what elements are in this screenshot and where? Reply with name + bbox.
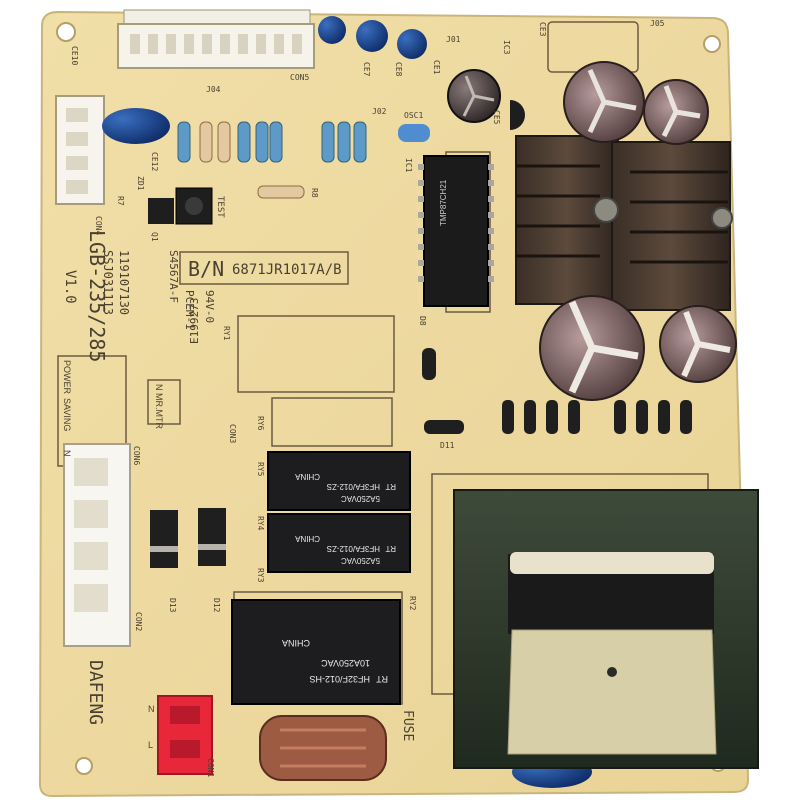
maker-name: DAFENG [85, 660, 106, 725]
relay-2-rating: 5A250VAC [341, 556, 380, 565]
relay-1-model: HF3FA/012-ZS [327, 482, 380, 491]
relay-2-brand: RT [385, 544, 396, 553]
board-model: LGB-235/285 [85, 230, 109, 362]
small-capacitors [102, 16, 592, 788]
label-j04: J04 [206, 85, 221, 94]
label-ce12: CE12 [150, 152, 159, 171]
label-ce10: CE10 [70, 46, 79, 65]
label-ic3: IC3 [502, 40, 511, 55]
label-r7: R7 [116, 196, 125, 206]
label-mntr: N MR.MTR [154, 384, 164, 429]
label-ce1: CE1 [432, 60, 441, 75]
label-ic1: IC1 [404, 158, 413, 173]
cert-2: PCEM-1 [183, 290, 196, 330]
relay-big-text: RT HF32F/012-HS 10A250VAC CHINA [282, 638, 388, 684]
fuse-capacitor [259, 715, 387, 781]
label-j05: J05 [650, 19, 665, 28]
ic-part-text: TMP87CH21 [439, 179, 448, 226]
test-button [175, 187, 213, 225]
ic-chip [418, 155, 494, 307]
label-con2: CON2 [134, 612, 143, 631]
label-saving: SAVING [62, 398, 72, 431]
relay-3-model: HF32F/012-HS [309, 674, 370, 684]
large-capacitors [447, 61, 737, 401]
side-labels: POWER SAVING N N MR.MTR N L [62, 360, 164, 750]
label-osc1: OSC1 [404, 111, 423, 120]
label-ce5: CE5 [492, 110, 501, 125]
label-j01: J01 [446, 35, 461, 44]
relay-3-origin: CHINA [282, 638, 310, 648]
label-d13: D13 [168, 598, 177, 613]
transformer [453, 489, 759, 769]
label-plug-n: N [148, 704, 155, 714]
diodes [150, 348, 692, 568]
label-d8: D8 [418, 316, 427, 326]
label-ry6: RY6 [256, 416, 265, 431]
label-q1: Q1 [150, 232, 159, 242]
label-ry3: RY3 [256, 568, 265, 583]
label-ce3: CE3 [538, 22, 547, 37]
relay-3-brand: RT [376, 674, 388, 684]
relay-2-origin: CHINA [294, 534, 320, 543]
relay-small-1-text: RT HF3FA/012-ZS 5A250VAC CHINA [294, 472, 396, 503]
label-power: POWER [62, 360, 72, 395]
label-con4: CON4 [94, 216, 103, 235]
label-zd1: ZD1 [136, 176, 145, 191]
label-con3: CON3 [228, 424, 237, 443]
label-d11: D11 [440, 441, 455, 450]
board-version: V1.0 [62, 270, 78, 304]
label-r8: R8 [310, 188, 319, 198]
transistors [148, 100, 525, 224]
relay-2-model: HF3FA/012-ZS [327, 544, 380, 553]
label-ry2: RY2 [408, 596, 417, 611]
oscillator [398, 124, 430, 142]
label-n: N [62, 450, 72, 457]
cert-4: E199273 [188, 298, 201, 344]
connector-con1-red [157, 695, 213, 775]
test-label: TEST [215, 196, 225, 218]
relay-small-2-text: RT HF3FA/012-ZS 5A250VAC CHINA [294, 534, 396, 565]
date-code-2: SSJ031113 [101, 250, 115, 315]
relay-1-rating: 5A250VAC [341, 494, 380, 503]
relay-1-origin: CHINA [294, 472, 320, 481]
relay-3-rating: 10A250VAC [321, 658, 370, 668]
connector-con4 [55, 95, 105, 205]
label-con6: CON6 [132, 446, 141, 465]
relays [231, 451, 411, 705]
relay-1-brand: RT [385, 482, 396, 491]
date-code-1: 119107130 [117, 250, 131, 315]
connector-con2 [63, 443, 131, 647]
label-ry1: RY1 [222, 326, 231, 341]
heatsinks [515, 135, 733, 311]
bn-prefix: B/N [188, 257, 224, 281]
label-plug-l: L [148, 740, 153, 750]
bn-number: 6871JR1017A/B [232, 262, 342, 278]
resistor-row [177, 121, 367, 199]
label-j02: J02 [372, 107, 387, 116]
label-d12: D12 [212, 598, 221, 613]
label-ce8: CE8 [394, 62, 403, 77]
cert-3: 94V-0 [203, 290, 216, 323]
label-con1: CON1 [206, 758, 215, 777]
fuse-label: FUSE [400, 710, 415, 741]
label-ce7: CE7 [362, 62, 371, 77]
label-ry4: RY4 [256, 516, 265, 531]
cert-1: S4567A-F [167, 250, 180, 303]
designator-labels: CON6 CON4 CON5 CON2 CON3 CON1 J04 J01 J0… [70, 19, 665, 777]
label-ry5: RY5 [256, 462, 265, 477]
label-con5: CON5 [290, 73, 309, 82]
connector-top-header [117, 9, 315, 69]
